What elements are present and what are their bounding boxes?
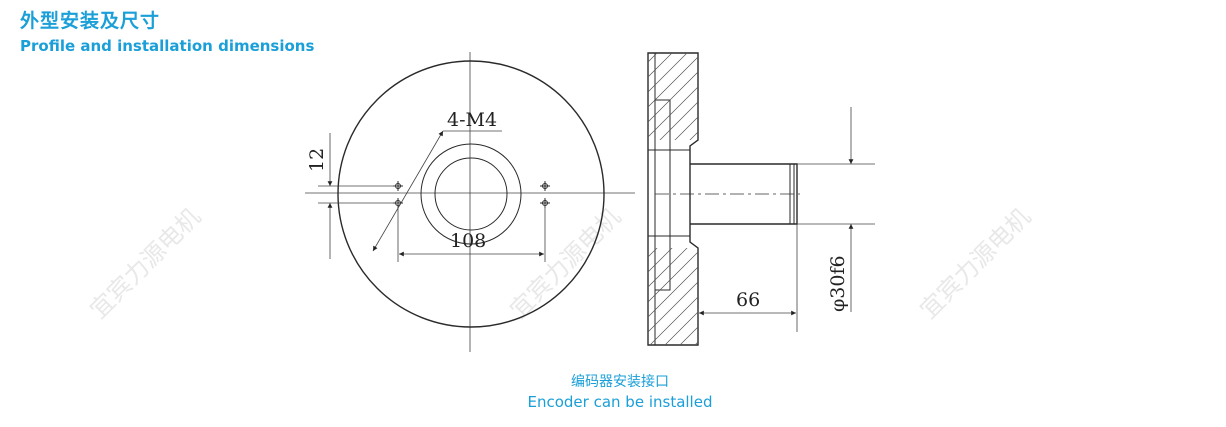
watermark-group: 宜宾力源电机 宜宾力源电机 宜宾力源电机 xyxy=(84,203,1036,325)
side-view: 66 φ30f6 xyxy=(647,52,875,346)
front-view: 12 4-M4 108 xyxy=(305,52,635,352)
watermark-text: 宜宾力源电机 xyxy=(504,203,626,325)
watermark-text: 宜宾力源电机 xyxy=(84,203,206,325)
watermark-text: 宜宾力源电机 xyxy=(914,203,1036,325)
caption-en: Encoder can be installed xyxy=(527,393,713,411)
section-title: 外型安装及尺寸 xyxy=(20,10,161,32)
dim-12-label: 12 xyxy=(306,148,328,172)
dim-66-label: 66 xyxy=(736,289,760,311)
flange-outer-circle xyxy=(337,60,605,328)
hub-outer-circle xyxy=(420,143,522,245)
shaft-circle xyxy=(434,157,508,231)
dim-shaft-diameter-label: φ30f6 xyxy=(827,255,849,312)
dim-108-label: 108 xyxy=(450,230,486,252)
section-subtitle: Profile and installation dimensions xyxy=(20,37,315,55)
dim-holes-label: 4-M4 xyxy=(447,109,497,131)
caption-zh: 编码器安装接口 xyxy=(571,374,669,390)
